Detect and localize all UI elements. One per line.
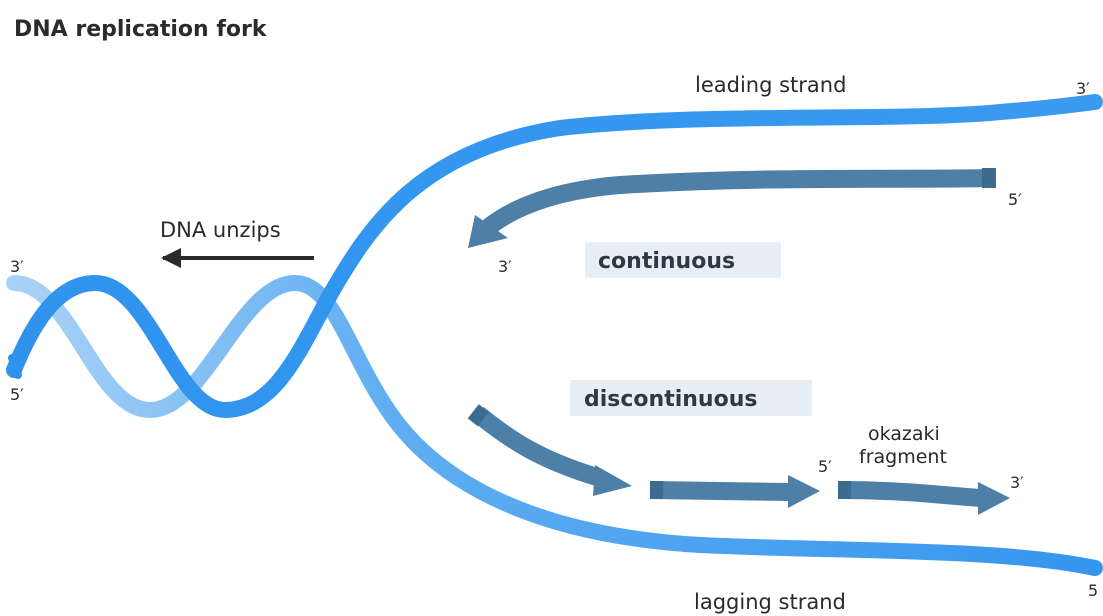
okazaki-fragment-3 [838, 481, 1010, 515]
diagram-title: DNA replication fork [14, 17, 268, 42]
leading-right-end-label: 3′ [1076, 79, 1090, 98]
lagging-strand-label: lagging strand [694, 590, 846, 614]
fragment-3-end-label: 3′ [1010, 473, 1024, 492]
continuous-label-box [585, 242, 781, 278]
new-leading-3-end-label: 3′ [498, 257, 512, 276]
leading-5-end-cap [982, 168, 996, 188]
okazaki-label-line2: fragment [859, 446, 947, 468]
okazaki-fragment-2 [649, 475, 820, 508]
new-leading-strand [468, 168, 996, 248]
continuous-label: continuous [598, 249, 735, 274]
parent-strand-lagging [6, 274, 1103, 576]
okazaki-label-line1: okazaki [868, 423, 940, 445]
leading-arrowhead [468, 215, 508, 248]
discontinuous-label: discontinuous [584, 387, 757, 412]
leading-strand-label: leading strand [695, 73, 846, 97]
helix-top-left-end-label: 3′ [10, 257, 24, 276]
new-leading-5-end-label: 5′ [1008, 190, 1022, 209]
lagging-right-end-label: 5 [1088, 581, 1098, 600]
parent-strand-leading [6, 94, 1103, 419]
okazaki-fragment-1 [467, 404, 632, 496]
fragment-5-end-label: 5′ [818, 457, 832, 476]
discontinuous-label-box [570, 380, 812, 416]
dna-unzips-label: DNA unzips [160, 218, 281, 242]
helix-bottom-left-end-label: 5′ [10, 385, 24, 404]
